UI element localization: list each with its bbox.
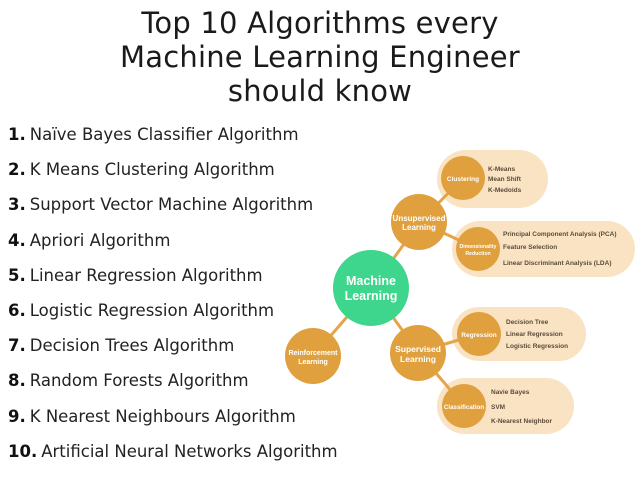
item-label: Apriori Algorithm <box>29 230 171 250</box>
title-line-2: Machine Learning Engineer <box>120 40 520 74</box>
list-item: 6.Logistic Regression Algorithm <box>8 300 338 335</box>
title-line-1: Top 10 Algorithms every <box>141 6 499 40</box>
clustering-item-kmedoids: K-Medoids <box>488 187 522 194</box>
machine-learning-label-2: Learning <box>345 289 398 303</box>
list-item: 9.K Nearest Neighbours Algorithm <box>8 406 338 441</box>
regression-item-logistic: Logistic Regression <box>506 343 568 350</box>
list-item: 8.Random Forests Algorithm <box>8 370 338 405</box>
supervised-label-2: Learning <box>400 354 436 364</box>
algorithm-list: 1.Naïve Bayes Classifier Algorithm 2.K M… <box>8 124 338 476</box>
machine-learning-label-1: Machine <box>346 274 396 288</box>
title-line-3: should know <box>227 74 413 108</box>
list-item: 7.Decision Trees Algorithm <box>8 335 338 370</box>
item-number: 6. <box>8 300 26 320</box>
list-item: 2.K Means Clustering Algorithm <box>8 159 338 194</box>
item-number: 9. <box>8 406 26 426</box>
dimensionality-pill <box>452 221 635 277</box>
list-item: 5.Linear Regression Algorithm <box>8 265 338 300</box>
item-number: 2. <box>8 160 26 180</box>
regression-item-decisiontree: Decision Tree <box>506 319 549 326</box>
item-label: Naïve Bayes Classifier Algorithm <box>29 125 299 144</box>
list-item: 4.Apriori Algorithm <box>8 230 338 265</box>
unsupervised-label-2: Learning <box>402 223 436 232</box>
list-item: 3.Support Vector Machine Algorithm <box>8 194 338 229</box>
classification-item-naviebayes: Navie Bayes <box>491 389 530 396</box>
dimensionality-item-feature: Feature Selection <box>503 244 557 251</box>
item-label: Decision Trees Algorithm <box>29 336 235 356</box>
reinforcement-label-1: Reinforcement <box>288 350 338 357</box>
item-number: 7. <box>8 336 26 356</box>
dimensionality-item-pca: Principal Component Analysis (PCA) <box>503 231 617 238</box>
dimensionality-item-lda: Linear Discriminant Analysis (LDA) <box>503 260 611 267</box>
item-number: 8. <box>8 371 26 391</box>
supervised-label-1: Supervised <box>395 344 441 354</box>
item-label: K Nearest Neighbours Algorithm <box>29 406 296 426</box>
item-label: Linear Regression Algorithm <box>29 265 263 285</box>
classification-item-svm: SVM <box>491 404 505 411</box>
unsupervised-label-1: Unsupervised <box>393 214 446 223</box>
clustering-label: Clustering <box>447 176 479 183</box>
item-number: 5. <box>8 265 26 285</box>
dimensionality-label-2: Reduction <box>465 251 490 257</box>
dimensionality-label-1: Dimensionality <box>460 244 497 250</box>
clustering-item-kmeans: K-Means <box>488 166 515 173</box>
regression-node <box>457 312 501 356</box>
reinforcement-label-2: Learning <box>298 359 328 366</box>
supervised-node <box>390 325 446 381</box>
regression-item-linear: Linear Regression <box>506 331 563 338</box>
item-label: Random Forests Algorithm <box>29 371 249 391</box>
item-label: Support Vector Machine Algorithm <box>29 195 314 215</box>
list-item: 1.Naïve Bayes Classifier Algorithm <box>8 124 338 159</box>
item-label: Logistic Regression Algorithm <box>29 300 275 320</box>
regression-label: Regression <box>461 332 496 339</box>
classification-item-knn: K-Nearest Neighbor <box>491 418 553 425</box>
list-item: 10.Artificial Neural Networks Algorithm <box>8 441 338 476</box>
reinforcement-node <box>285 328 341 384</box>
item-number: 10. <box>8 441 38 461</box>
item-number: 4. <box>8 230 26 250</box>
clustering-node <box>441 156 485 200</box>
item-label: K Means Clustering Algorithm <box>29 160 275 180</box>
dimensionality-node <box>456 227 500 271</box>
item-number: 3. <box>8 195 26 215</box>
unsupervised-node <box>391 194 447 250</box>
classification-node <box>442 384 486 428</box>
clustering-item-meanshift: Mean Shift <box>488 176 522 183</box>
page-title: Top 10 Algorithms every Machine Learning… <box>0 6 640 108</box>
machine-learning-node <box>333 250 409 326</box>
item-number: 1. <box>8 125 26 144</box>
item-label: Artificial Neural Networks Algorithm <box>41 441 338 461</box>
classification-label: Classification <box>444 404 484 411</box>
